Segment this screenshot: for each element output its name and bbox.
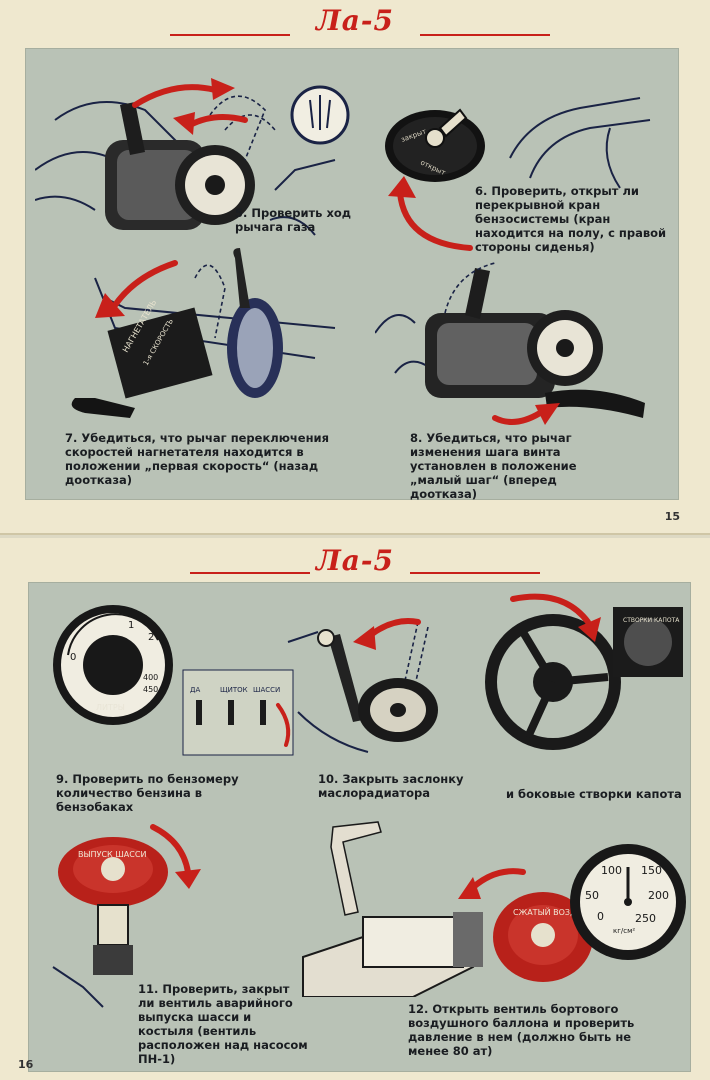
pressure-tick-150: 150 [641, 864, 662, 877]
cowl-plate-label: СТВОРКИ КАПОТА [623, 617, 680, 624]
caption-8: 8. Убедиться, что рычаг изменения шага в… [410, 431, 577, 501]
supercharger-lever-illustration: НАГНЕТАТЕЛЬ 1-я СКОРОСТЬ [71, 248, 336, 418]
pressure-tick-200: 200 [648, 889, 669, 902]
emergency-gear-valve-illustration: ВЫПУСК ШАССИ [52, 824, 201, 1008]
page-number: 16 [18, 1058, 34, 1071]
page-header: Ла-5 [315, 4, 394, 37]
caption-cowl: и боковые створки капота [506, 787, 682, 801]
header-rule-right [410, 572, 540, 574]
fuel-tick-400: 400 [143, 673, 158, 682]
pressure-unit: кг/см² [613, 927, 635, 935]
valve-11-label: ВЫПУСК ШАССИ [78, 850, 146, 859]
cowl-flaps-wheel-illustration: СТВОРКИ КАПОТА [485, 593, 683, 750]
fuel-tick-450: 450 [143, 685, 158, 694]
pressure-tick-250: 250 [635, 912, 656, 925]
illustration-panel: 0 1 2 400 450 ЛИТРЫ ДА ЩИТОК ШАССИ 9. Пр… [28, 582, 691, 1072]
pressure-tick-100: 100 [601, 864, 622, 877]
manual-page-16: Ла-5 0 1 2 400 450 ЛИТРЫ ДА ЩИТОК ШАССИ … [0, 538, 710, 1080]
caption-7: 7. Убедиться, что рычаг переключения ско… [65, 431, 329, 487]
page-number: 15 [664, 510, 680, 523]
caption-9: 9. Проверить по бензомеру количество бен… [56, 772, 239, 814]
fuel-tick-2: 2 [148, 632, 154, 643]
switch-label-1: ДА [190, 686, 200, 694]
fuel-gauge-illustration: 0 1 2 400 450 ЛИТРЫ ДА ЩИТОК ШАССИ [53, 605, 294, 756]
caption-10: 10. Закрыть заслонку маслорадиатора [318, 772, 464, 800]
throttle-lever-illustration [35, 78, 350, 236]
fuel-gauge-unit: ЛИТРЫ [96, 703, 125, 712]
switch-label-3: ШАССИ [253, 686, 280, 694]
caption-5: 5. Проверить ход рычага газа [235, 206, 352, 234]
air-bottle-valve-illustration: СЖАТЫЙ ВОЗДУХ 0 50 100 150 200 250 кг/см… [302, 821, 686, 997]
caption-12: 12. Открыть вентиль бортового воздушного… [408, 1002, 635, 1058]
pressure-tick-50: 50 [585, 889, 599, 902]
fuel-tick-1: 1 [128, 620, 134, 631]
caption-11: 11. Проверить, закрыт ли вентиль аварийн… [138, 982, 308, 1066]
manual-page-15: Ла-5 5. Проверить ход рычаг [0, 0, 710, 535]
pressure-tick-0: 0 [597, 910, 604, 923]
page-header: Ла-5 [315, 544, 394, 577]
switch-label-2: ЩИТОК [220, 686, 248, 694]
fuel-valve-illustration: закрыт открыт [385, 97, 651, 251]
header-rule-right [420, 34, 550, 36]
propeller-pitch-lever-illustration [375, 262, 645, 425]
fuel-tick-0: 0 [70, 652, 76, 663]
oil-radiator-flap-illustration [287, 618, 438, 753]
caption-6: 6. Проверить, открыт ли перекрывной кран… [475, 184, 667, 254]
illustration-panel: 5. Проверить ход рычага газа закрыт откр… [25, 48, 679, 501]
valve-12-label: СЖАТЫЙ ВОЗДУХ [513, 906, 587, 917]
header-rule-left [190, 572, 310, 574]
header-rule-left [170, 34, 290, 36]
